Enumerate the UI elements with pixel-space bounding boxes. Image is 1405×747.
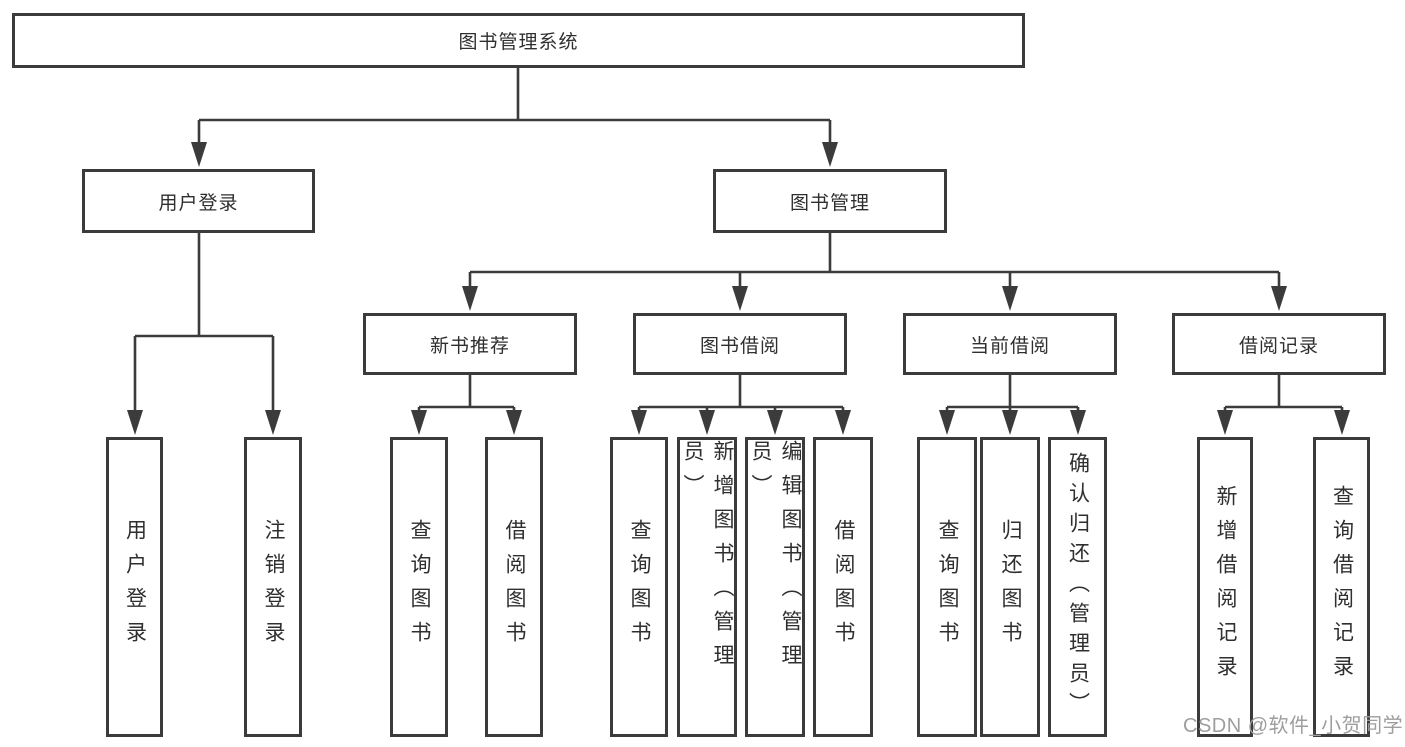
arrowhead: [1217, 410, 1233, 435]
node-book-borrow: 图书借阅: [633, 313, 847, 375]
leaf-user-login: 用户登录: [106, 437, 163, 737]
arrowhead: [411, 410, 427, 435]
leaf-query-books-3: 查询图书: [917, 437, 977, 737]
leaf-add-borrow-record: 新增借阅记录: [1197, 437, 1253, 737]
node-root: 图书管理系统: [12, 13, 1025, 68]
leaf-logout: 注销登录: [244, 437, 302, 737]
arrowhead: [1271, 286, 1287, 311]
arrowhead: [1002, 286, 1018, 311]
node-user-login: 用户登录: [82, 169, 315, 233]
leaf-confirm-return-admin: 确认归还（管理员）: [1048, 437, 1107, 737]
leaf-borrow-books-2: 借阅图书: [813, 437, 873, 737]
node-new-book-recommend: 新书推荐: [363, 313, 577, 375]
arrowhead: [1002, 410, 1018, 435]
arrowhead: [191, 142, 207, 167]
arrowhead: [699, 410, 715, 435]
connector-new-book-recommend: [417, 375, 516, 412]
arrowhead: [835, 410, 851, 435]
csdn-watermark: CSDN @软件_小贺同学: [1183, 715, 1404, 737]
arrowhead: [939, 410, 955, 435]
arrowhead: [822, 142, 838, 167]
leaf-query-books-2: 查询图书: [610, 437, 668, 737]
leaf-add-books-admin: 新增图书（管理员）: [677, 437, 737, 737]
connector-root: [197, 68, 832, 145]
arrowhead: [265, 410, 281, 435]
node-borrow-records: 借阅记录: [1172, 313, 1386, 375]
arrowhead: [732, 286, 748, 311]
leaf-borrow-books-1: 借阅图书: [485, 437, 543, 737]
leaf-return-books: 归还图书: [980, 437, 1040, 737]
arrowhead: [462, 286, 478, 311]
leaf-edit-books-admin: 编辑图书（管理员）: [745, 437, 805, 737]
connector-book-management: [468, 233, 1281, 288]
connector-borrow-records: [1223, 375, 1344, 412]
leaf-query-books-1: 查询图书: [390, 437, 448, 737]
arrowhead: [767, 410, 783, 435]
arrowhead: [506, 410, 522, 435]
arrowhead: [1334, 410, 1350, 435]
arrowhead: [127, 410, 143, 435]
connector-current-borrow: [945, 375, 1080, 412]
arrowhead: [631, 410, 647, 435]
arrowhead: [1070, 410, 1086, 435]
connector-book-borrow: [637, 375, 845, 412]
leaf-query-borrow-record: 查询借阅记录: [1313, 437, 1370, 737]
connector-user-login: [133, 233, 275, 412]
node-book-management: 图书管理: [713, 169, 947, 233]
node-current-borrow: 当前借阅: [903, 313, 1117, 375]
